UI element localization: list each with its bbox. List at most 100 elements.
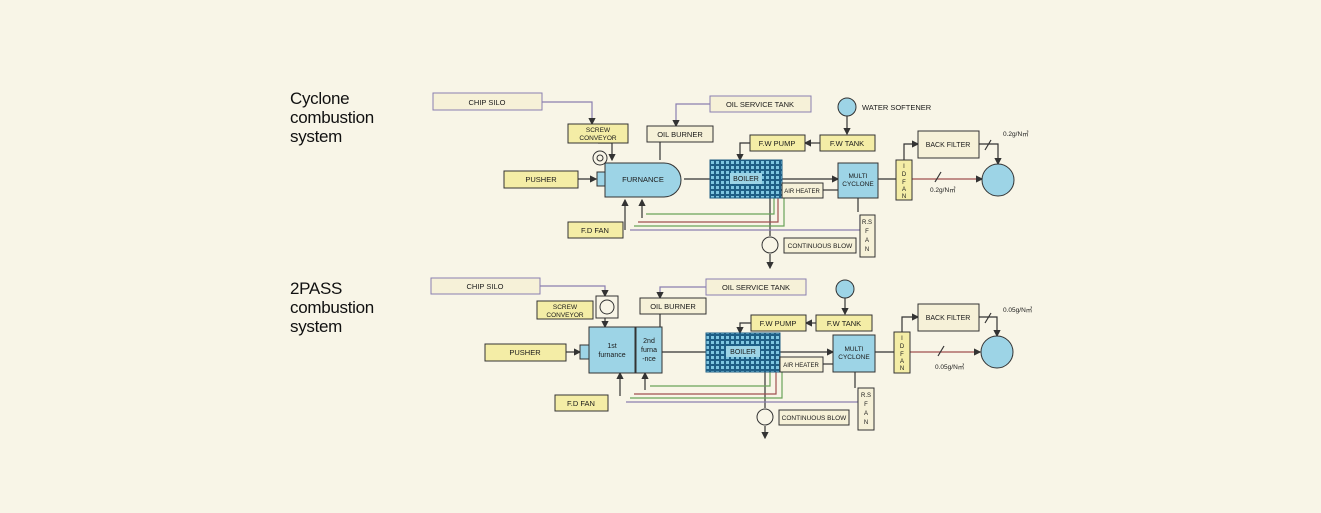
continuous-blow-unit: CONTINUOUS BLOW <box>761 236 857 254</box>
svg-text:BOILER: BOILER <box>730 349 756 356</box>
rs-fan-box: R.S F A N <box>859 214 876 258</box>
svg-text:MULTI: MULTI <box>844 346 863 353</box>
svg-text:AIR HEATER: AIR HEATER <box>784 189 820 195</box>
svg-text:F.W TANK: F.W TANK <box>830 139 864 148</box>
twopass-system-title: 2PASS combustion system <box>290 279 374 336</box>
svg-text:R.S: R.S <box>861 393 871 399</box>
furnace-box: FURNANCE <box>592 150 682 198</box>
fd-fan-box: F.D FAN <box>567 221 624 239</box>
svg-text:AIR HEATER: AIR HEATER <box>783 363 819 369</box>
screw-conveyor-box-2: SCREW CONVEYOR <box>536 300 594 320</box>
svg-text:R.S: R.S <box>862 220 872 226</box>
svg-text:CONTINUOUS BLOW: CONTINUOUS BLOW <box>788 243 854 250</box>
screw-conveyor-box: SCREW CONVEYOR <box>567 123 629 144</box>
svg-text:CONVEYOR: CONVEYOR <box>546 312 584 319</box>
svg-text:CYCLONE: CYCLONE <box>842 181 874 188</box>
svg-text:F.D FAN: F.D FAN <box>567 399 595 408</box>
svg-text:MULTI: MULTI <box>848 173 867 180</box>
svg-text:I: I <box>901 336 903 342</box>
id-fan-box: I D F A N <box>895 159 913 201</box>
svg-text:BACK FILTER: BACK FILTER <box>926 315 971 322</box>
fw-pump-box: F.W PUMP <box>749 134 806 152</box>
svg-text:BOILER: BOILER <box>733 176 759 183</box>
svg-text:F: F <box>865 229 869 235</box>
svg-text:A: A <box>900 359 904 365</box>
pusher-box-2: PUSHER <box>484 343 567 362</box>
svg-text:furnance: furnance <box>598 352 625 359</box>
emission-lower-label-2: 0.05g/N㎥ <box>935 362 965 371</box>
cyclone-system-title: Cyclone combustion system <box>290 89 374 146</box>
cyclone-diagram: CHIP SILO SCREW CONVEYOR OIL SERVICE TAN… <box>432 92 1029 270</box>
svg-text:F: F <box>902 180 906 186</box>
svg-text:CYCLONE: CYCLONE <box>838 354 870 361</box>
svg-text:F.W PUMP: F.W PUMP <box>760 319 797 328</box>
svg-text:A: A <box>865 238 869 244</box>
twopass-diagram: CHIP SILO SCREW CONVEYOR OIL SERVICE TAN… <box>430 277 1033 440</box>
svg-text:WATER SOFTENER: WATER SOFTENER <box>862 103 932 112</box>
svg-text:CONVEYOR: CONVEYOR <box>579 135 617 142</box>
svg-text:F: F <box>900 352 904 358</box>
emission-upper-label-2: 0.05g/N㎥ <box>1003 305 1033 314</box>
svg-text:F.D FAN: F.D FAN <box>581 226 609 235</box>
chip-silo-box: CHIP SILO <box>432 92 543 111</box>
svg-text:OIL SERVICE TANK: OIL SERVICE TANK <box>726 100 794 109</box>
emission-upper-label: 0.2g/N㎥ <box>1003 129 1029 138</box>
svg-text:PUSHER: PUSHER <box>525 175 557 184</box>
rs-fan-box-2: R.S F A N <box>857 387 875 431</box>
fw-tank-box-2: F.W TANK <box>815 314 873 332</box>
svg-text:PUSHER: PUSHER <box>509 348 541 357</box>
svg-text:-nce: -nce <box>642 356 656 363</box>
second-furnace-box: 2nd furna -nce <box>635 326 663 374</box>
svg-text:1st: 1st <box>607 343 616 350</box>
first-furnace-box: 1st furnance <box>579 326 636 374</box>
boiler-box-2: BOILER <box>705 332 781 373</box>
svg-text:2nd: 2nd <box>643 338 655 345</box>
air-heater-box: AIR HEATER <box>781 182 824 199</box>
svg-text:CHIP SILO: CHIP SILO <box>467 282 504 291</box>
fw-tank-box: F.W TANK <box>819 134 876 152</box>
svg-text:A: A <box>902 187 906 193</box>
boiler-box: BOILER <box>709 159 783 199</box>
hopper-icon <box>595 295 619 319</box>
id-fan-box-2: I D F A N <box>893 331 911 374</box>
svg-text:OIL SERVICE TANK: OIL SERVICE TANK <box>722 283 790 292</box>
svg-text:A: A <box>864 411 868 417</box>
svg-text:SCREW: SCREW <box>553 304 578 311</box>
pusher-box: PUSHER <box>503 170 579 189</box>
stack-icon <box>981 163 1015 197</box>
svg-text:OIL BURNER: OIL BURNER <box>650 302 696 311</box>
fd-fan-box-2: F.D FAN <box>554 394 609 412</box>
svg-text:OIL BURNER: OIL BURNER <box>657 130 703 139</box>
svg-text:BACK FILTER: BACK FILTER <box>926 142 971 149</box>
multi-cyclone-box-2: MULTI CYCLONE <box>832 334 876 373</box>
emission-lower-label: 0.2g/N㎥ <box>930 185 956 194</box>
svg-text:N: N <box>865 247 869 253</box>
multi-cyclone-box: MULTI CYCLONE <box>837 162 879 199</box>
svg-text:F: F <box>864 402 868 408</box>
svg-text:D: D <box>900 344 905 350</box>
svg-text:I: I <box>903 164 905 170</box>
air-heater-box-2: AIR HEATER <box>779 356 824 373</box>
oil-burner-box-2: OIL BURNER <box>639 297 707 315</box>
back-filter-box-2: BACK FILTER <box>917 303 980 332</box>
svg-text:CONTINUOUS BLOW: CONTINUOUS BLOW <box>782 415 848 422</box>
water-softener-icon: WATER SOFTENER <box>837 97 932 117</box>
oil-service-tank-box-2: OIL SERVICE TANK <box>705 278 807 296</box>
svg-text:furna: furna <box>641 347 657 354</box>
svg-text:CHIP SILO: CHIP SILO <box>469 98 506 107</box>
svg-text:N: N <box>900 366 904 372</box>
water-softener-icon-2 <box>835 279 855 299</box>
back-filter-box: BACK FILTER <box>917 130 980 159</box>
svg-text:N: N <box>902 194 906 200</box>
svg-text:F.W TANK: F.W TANK <box>827 319 861 328</box>
oil-service-tank-box: OIL SERVICE TANK <box>709 95 812 113</box>
svg-text:F.W PUMP: F.W PUMP <box>759 139 796 148</box>
fw-pump-box-2: F.W PUMP <box>750 314 807 332</box>
svg-text:FURNANCE: FURNANCE <box>622 175 664 184</box>
stack-icon-2 <box>980 335 1014 369</box>
oil-burner-box: OIL BURNER <box>646 125 714 143</box>
continuous-blow-unit-2: CONTINUOUS BLOW <box>756 408 850 426</box>
svg-text:D: D <box>902 172 907 178</box>
